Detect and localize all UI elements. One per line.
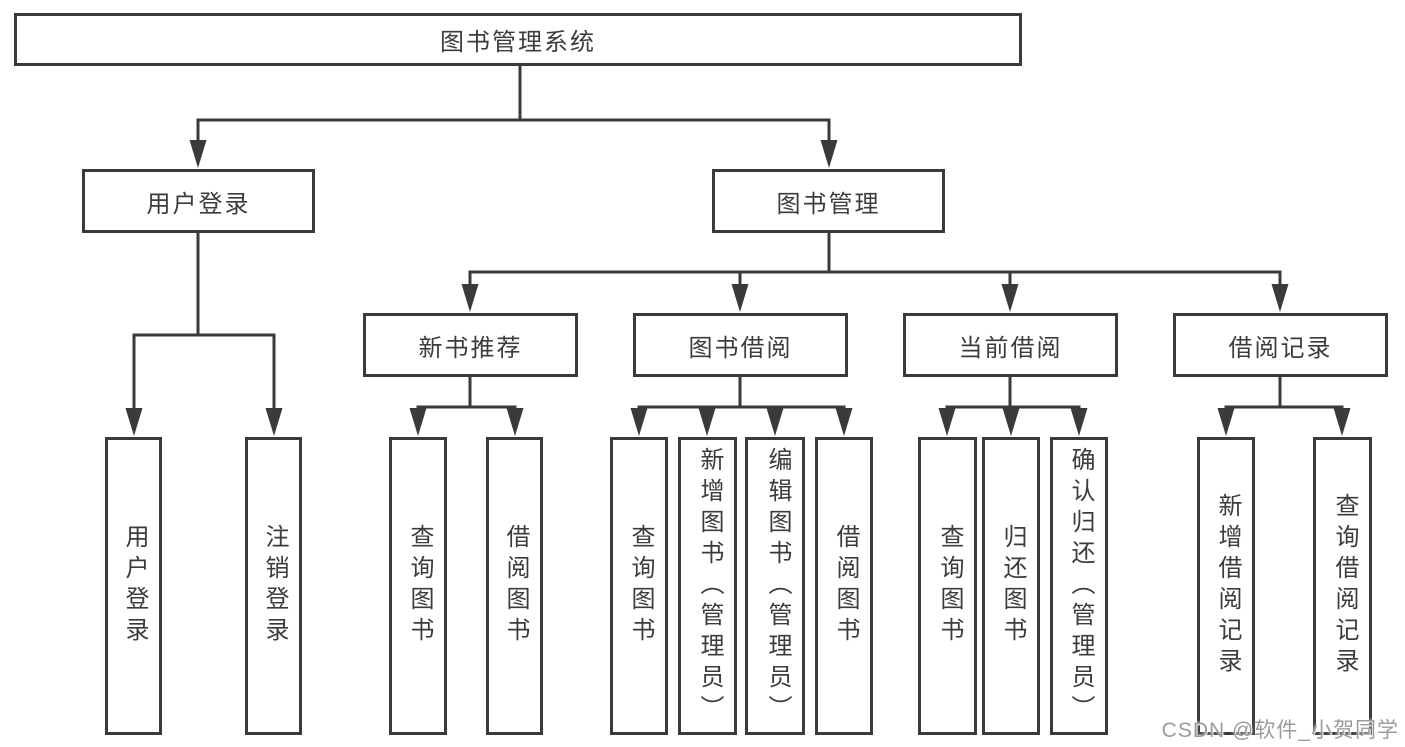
- leaf-query-borrow-record: 查询借阅记录: [1313, 437, 1372, 735]
- leaf-confirm-return-admin: 确认归还（管理员）: [1050, 437, 1108, 735]
- node-new-book-recommend: 新书推荐: [363, 313, 578, 377]
- leaf-borrow-books-2: 借阅图书: [815, 437, 873, 735]
- node-label: 新书推荐: [418, 334, 523, 362]
- node-book-borrowing: 图书借阅: [633, 313, 848, 377]
- leaf-add-books-admin: 新增图书（管理员）: [678, 437, 737, 735]
- node-label: 图书管理: [776, 190, 881, 218]
- node-book-management: 图书管理: [712, 169, 945, 233]
- leaf-return-books: 归还图书: [982, 437, 1040, 735]
- node-label: 当前借阅: [958, 334, 1063, 362]
- csdn-watermark: CSDN @软件_小贺同学: [1161, 719, 1399, 742]
- leaf-borrow-books-1: 借阅图书: [486, 437, 543, 735]
- node-current-borrowing: 当前借阅: [903, 313, 1118, 377]
- node-root-library-system: 图书管理系统: [14, 13, 1022, 66]
- leaf-edit-books-admin: 编辑图书（管理员）: [745, 437, 805, 735]
- node-borrowing-records: 借阅记录: [1173, 313, 1388, 377]
- leaf-user-login: 用户登录: [105, 437, 162, 735]
- leaf-query-books-2: 查询图书: [610, 437, 668, 735]
- node-label: 借阅记录: [1228, 334, 1333, 362]
- leaf-logout: 注销登录: [245, 437, 302, 735]
- leaf-query-books-1: 查询图书: [389, 437, 447, 735]
- node-label: 用户登录: [146, 190, 251, 218]
- node-label: 图书管理系统: [440, 29, 596, 56]
- node-label: 图书借阅: [688, 334, 793, 362]
- leaf-add-borrow-record: 新增借阅记录: [1197, 437, 1255, 735]
- leaf-query-books-3: 查询图书: [918, 437, 977, 735]
- node-user-login: 用户登录: [82, 169, 315, 233]
